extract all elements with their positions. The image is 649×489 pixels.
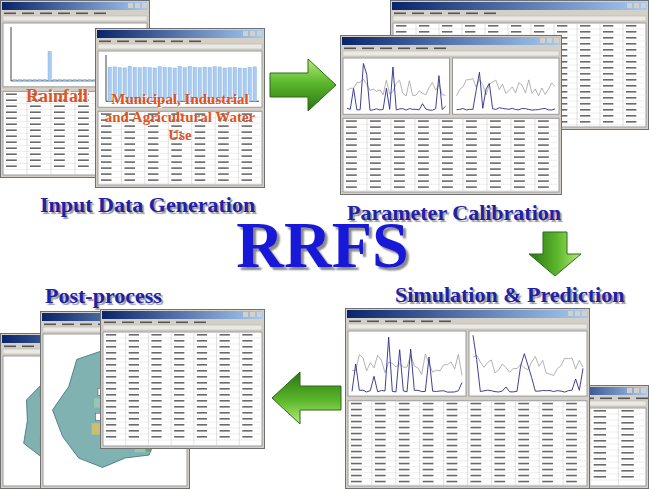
screenshot-illustration bbox=[340, 0, 649, 228]
stage-heading: Input Data Generation bbox=[40, 192, 255, 217]
flow-arrow bbox=[529, 232, 581, 276]
stage-group: Input Data Generation Rainfall Municipal, … bbox=[0, 0, 266, 218]
stage-group: Post-process bbox=[0, 283, 268, 489]
screenshot-illustration bbox=[345, 280, 649, 489]
flow-arrow bbox=[270, 59, 336, 111]
stage-group: Simulation & Prediction bbox=[345, 280, 649, 489]
screenshot-illustration bbox=[0, 283, 268, 489]
stage-heading: Simulation & Prediction bbox=[395, 282, 624, 307]
screenshot-window: Municipal, Industrial and Agricultural W… bbox=[95, 28, 265, 188]
diagram-title: RRFS bbox=[225, 205, 420, 285]
data-label: Rainfall bbox=[22, 86, 92, 107]
stage-group: Parameter Calibration bbox=[340, 0, 649, 228]
screenshot-illustration bbox=[95, 28, 265, 188]
stage-heading: Post-process bbox=[45, 283, 162, 308]
flow-arrow bbox=[272, 372, 341, 424]
data-label: Municipal, Industrial and Agricultural W… bbox=[101, 90, 259, 144]
